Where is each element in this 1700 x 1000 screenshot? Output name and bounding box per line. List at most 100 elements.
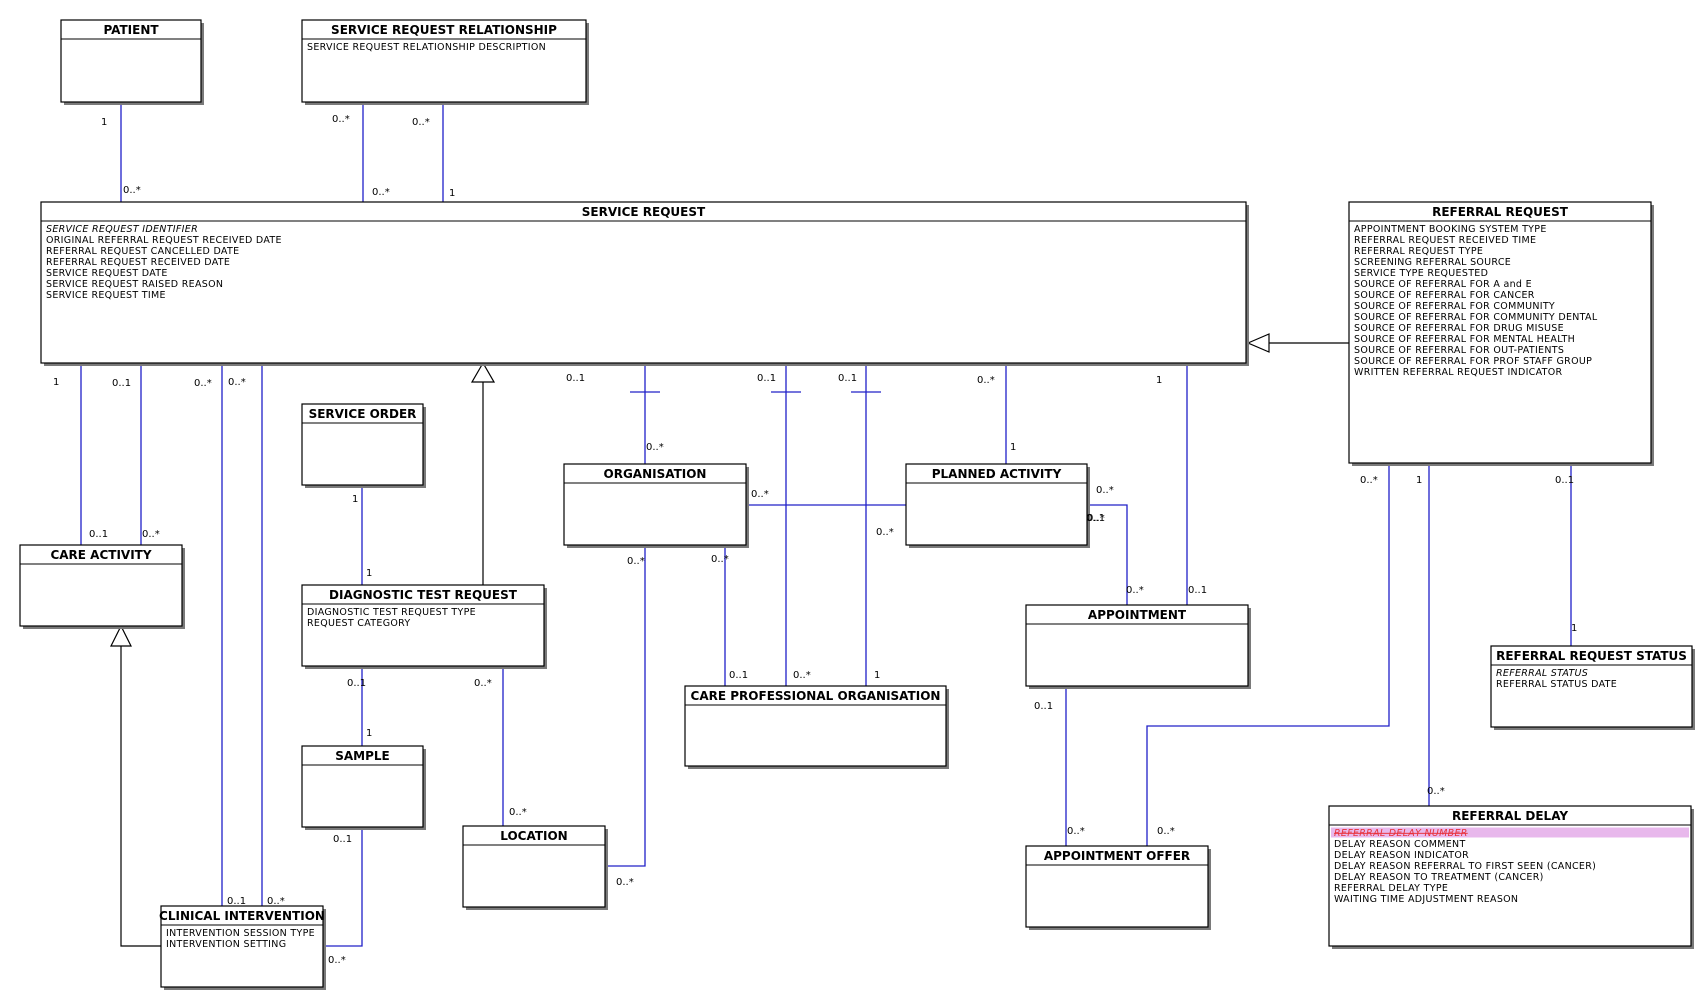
entity-box [462, 825, 606, 908]
multiplicity-label: 1 [366, 728, 372, 739]
multiplicity-label: 0..* [328, 955, 346, 966]
appointment-offer-entity: APPOINTMENT OFFER [1025, 845, 1211, 930]
entity-attribute: REFERRAL STATUS DATE [1496, 679, 1617, 690]
multiplicity-label: 1 [1571, 623, 1577, 634]
association-lines [80, 102, 1572, 947]
multiplicity-label: 0..* [1360, 475, 1378, 486]
multiplicity-label: 1 [366, 568, 372, 579]
association-line [1087, 504, 1128, 605]
multiplicity-label: 0..* [616, 877, 634, 888]
entity-attribute: WAITING TIME ADJUSTMENT REASON [1334, 894, 1518, 905]
multiplicity-label: 0..* [332, 114, 350, 125]
multiplicity-label: 0..* [474, 678, 492, 689]
multiplicity-label: 0..* [711, 554, 729, 565]
service-order-entity: SERVICE ORDER [301, 403, 426, 488]
entity-box [40, 201, 1247, 364]
entity-attribute: SOURCE OF REFERRAL FOR OUT-PATIENTS [1354, 345, 1564, 356]
generalisation-line [120, 646, 161, 947]
entity-attribute: DELAY REASON TO TREATMENT (CANCER) [1334, 872, 1544, 883]
entity-attribute: SCREENING REFERRAL SOURCE [1354, 257, 1511, 268]
entity-attribute: REFERRAL REQUEST RECEIVED DATE [46, 257, 230, 268]
entity-attribute: SOURCE OF REFERRAL FOR PROF STAFF GROUP [1354, 356, 1592, 367]
entity-attribute: SOURCE OF REFERRAL FOR COMMUNITY DENTAL [1354, 312, 1598, 323]
entity-attribute: REFERRAL STATUS [1496, 668, 1588, 679]
multiplicity-label: 0..1 [757, 373, 776, 384]
entity-box [60, 19, 202, 103]
sample-entity: SAMPLE [301, 745, 426, 830]
multiplicity-label: 0..* [876, 527, 894, 538]
entity-attribute: APPOINTMENT BOOKING SYSTEM TYPE [1354, 224, 1547, 235]
entity-title: SERVICE REQUEST RELATIONSHIP [331, 23, 557, 37]
entity-title: REFERRAL DELAY [1452, 809, 1568, 823]
entity-attribute: INTERVENTION SESSION TYPE [166, 928, 315, 939]
entity-title: SAMPLE [335, 749, 390, 763]
entity-attribute: SERVICE REQUEST DATE [46, 268, 168, 279]
multiplicity-label: 0..1 [89, 529, 108, 540]
entity-attribute: DELAY REASON INDICATOR [1334, 850, 1469, 861]
entity-attribute: REFERRAL REQUEST CANCELLED DATE [46, 246, 239, 257]
multiplicity-label: 0..* [646, 442, 664, 453]
multiplicity-label: 0..* [1126, 585, 1144, 596]
multiplicity-label: 0..1 [112, 378, 131, 389]
entity-box [1025, 604, 1249, 687]
entity-attribute: DIAGNOSTIC TEST REQUEST TYPE [307, 607, 476, 618]
multiplicity-label: 0..1 [333, 834, 352, 845]
multiplicity-label: 0..1 [1555, 475, 1574, 486]
entity-box [301, 584, 545, 667]
service-request-relationship-entity: SERVICE REQUEST RELATIONSHIP SERVICE REQU… [301, 19, 589, 105]
care-professional-organisation-entity: CARE PROFESSIONAL ORGANISATION [684, 685, 949, 769]
entity-box [563, 463, 747, 546]
multiplicity-label: 1 [1416, 475, 1422, 486]
multiplicity-label: 0..1 [729, 670, 748, 681]
entity-title: CARE ACTIVITY [50, 548, 151, 562]
multiplicity-label: 1 [352, 494, 358, 505]
multiplicity-label: 0..* [1087, 513, 1105, 524]
multiplicity-label: 1 [1010, 442, 1016, 453]
generalisation-arrow [1246, 333, 1270, 353]
association-line [1146, 463, 1390, 846]
multiplicity-label: 0..* [123, 185, 141, 196]
entity-box [301, 19, 587, 103]
multiplicity-label: 0..1 [227, 896, 246, 907]
multiplicity-label: 1 [101, 117, 107, 128]
entity-attribute: REFERRAL DELAY NUMBER [1334, 828, 1468, 839]
organisation-entity: ORGANISATION [563, 463, 749, 548]
multiplicity-label: 0..* [1067, 826, 1085, 837]
entity-attribute: SERVICE REQUEST RAISED REASON [46, 279, 223, 290]
multiplicity-label: 0..* [627, 556, 645, 567]
entity-attribute: REFERRAL DELAY TYPE [1334, 883, 1448, 894]
entity-attribute: INTERVENTION SETTING [166, 939, 286, 950]
multiplicity-label: 0..1 [1034, 701, 1053, 712]
entity-box [19, 544, 183, 627]
entity-box [301, 403, 424, 486]
referral-delay-entity: REFERRAL DELAY REFERRAL DELAY NUMBER DELAY… [1328, 805, 1694, 949]
multiplicity-label: 0..1 [1086, 513, 1105, 524]
multiplicity-label: 0..* [1427, 786, 1445, 797]
multiplicity-label: 0..* [194, 378, 212, 389]
entity-title: REFERRAL REQUEST STATUS [1496, 649, 1687, 663]
multiplicity-label: 0..1 [566, 373, 585, 384]
entity-attribute: ORIGINAL REFERRAL REQUEST RECEIVED DATE [46, 235, 282, 246]
entity-attribute: DELAY REASON REFERRAL TO FIRST SEEN (CAN… [1334, 861, 1596, 872]
multiplicity-label: 0..* [142, 529, 160, 540]
multiplicity-label: 0..* [267, 896, 285, 907]
entity-attribute: SOURCE OF REFERRAL FOR DRUG MISUSE [1354, 323, 1564, 334]
entity-title: REFERRAL REQUEST [1432, 205, 1569, 219]
location-entity: LOCATION [462, 825, 608, 910]
entity-attribute: SOURCE OF REFERRAL FOR MENTAL HEALTH [1354, 334, 1575, 345]
entity-attribute: WRITTEN REFERRAL REQUEST INDICATOR [1354, 367, 1563, 378]
entity-box [1025, 845, 1209, 928]
multiplicity-label: 0..* [412, 117, 430, 128]
entity-attribute: SERVICE REQUEST RELATIONSHIP DESCRIPTION [307, 42, 546, 53]
entity-attribute: SOURCE OF REFERRAL FOR A and E [1354, 279, 1532, 290]
entity-attribute: SOURCE OF REFERRAL FOR COMMUNITY [1354, 301, 1555, 312]
multiplicity-label: 1 [449, 188, 455, 199]
multiplicity-label: 0..* [1157, 826, 1175, 837]
referral-request-entity: REFERRAL REQUEST APPOINTMENT BOOKING SYST… [1348, 201, 1654, 466]
association-line [323, 827, 363, 947]
entity-title: SERVICE ORDER [309, 407, 417, 421]
